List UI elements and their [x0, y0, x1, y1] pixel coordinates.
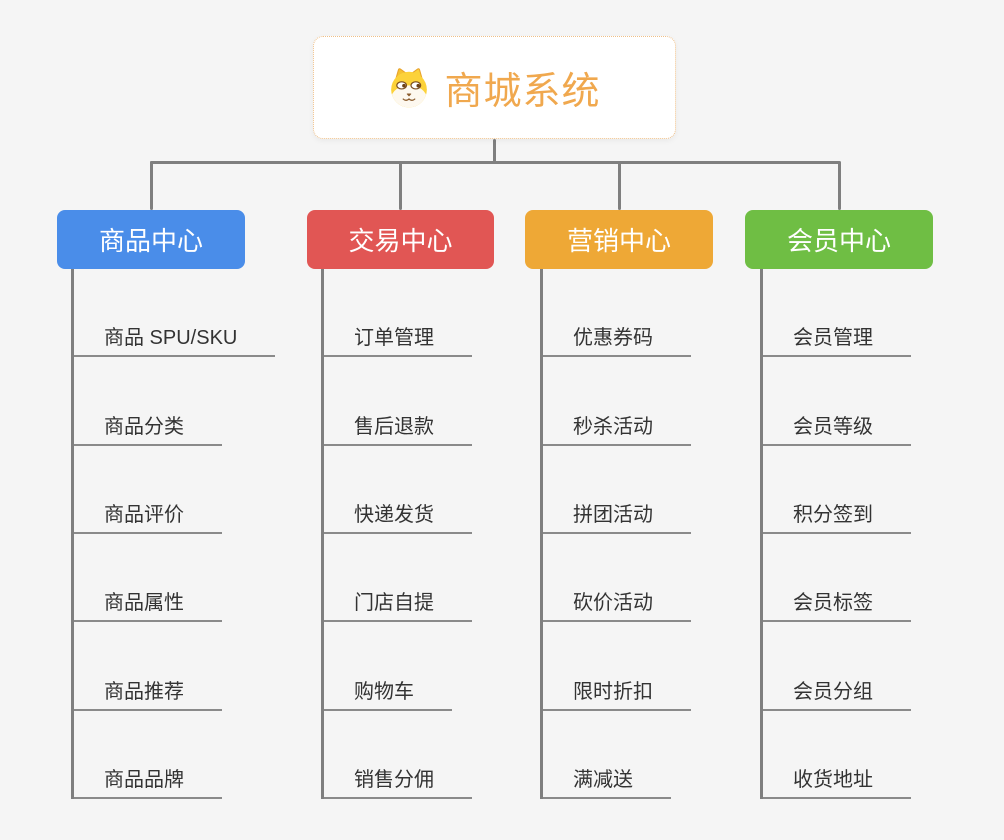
branch-drop-line [399, 161, 402, 210]
leaf-item[interactable]: 销售分佣 [324, 711, 472, 799]
branch-bus-line [150, 161, 840, 164]
leaf-label: 积分签到 [793, 503, 873, 526]
leaf-item[interactable]: 会员标签 [763, 534, 911, 623]
root-title: 商城系统 [444, 71, 601, 113]
leaf-label: 订单管理 [354, 327, 434, 350]
leaf-item[interactable]: 商品属性 [74, 534, 222, 623]
leaf-item[interactable]: 会员管理 [763, 269, 911, 358]
branch-label: 营销中心 [566, 226, 671, 256]
leaf-label: 收货地址 [793, 768, 873, 791]
branch-drop-line [150, 161, 153, 210]
leaf-item[interactable]: 拼团活动 [543, 446, 691, 534]
leaf-item[interactable]: 门店自提 [324, 534, 472, 623]
leaf-item[interactable]: 商品评价 [74, 446, 222, 534]
leaf-label: 优惠券码 [573, 327, 653, 350]
leaf-label: 商品属性 [104, 592, 184, 615]
leaf-label: 售后退款 [354, 415, 434, 438]
leaf-item[interactable]: 优惠券码 [543, 269, 691, 358]
leaf-item[interactable]: 收货地址 [763, 711, 911, 799]
branch-drop-line [618, 161, 621, 210]
leaf-item[interactable]: 商品品牌 [74, 711, 222, 799]
branch-box-product-center[interactable]: 商品中心 [57, 210, 245, 269]
branch-box-trade-center[interactable]: 交易中心 [307, 210, 494, 269]
leaf-item[interactable]: 会员等级 [763, 357, 911, 446]
leaf-item[interactable]: 商品分类 [74, 357, 222, 446]
dog-face-icon [388, 67, 430, 109]
leaf-item[interactable]: 满减送 [543, 711, 671, 799]
leaf-label: 商品评价 [104, 503, 184, 526]
leaf-label: 砍价活动 [573, 592, 653, 615]
root-node[interactable]: 商城系统 [313, 36, 676, 139]
leaf-label: 会员等级 [793, 415, 873, 438]
root-drop-line [493, 139, 496, 164]
branch-label: 交易中心 [348, 226, 453, 256]
branch-drop-line [838, 161, 841, 210]
leaf-column-trade-center: 订单管理 售后退款 快递发货 门店自提 购物车 销售分佣 [321, 269, 472, 799]
branch-box-member-center[interactable]: 会员中心 [745, 210, 933, 269]
leaf-item[interactable]: 会员分组 [763, 622, 911, 711]
leaf-item[interactable]: 商品推荐 [74, 622, 222, 711]
leaf-label: 限时折扣 [573, 680, 653, 703]
leaf-label: 会员分组 [793, 680, 873, 703]
leaf-column-product-center: 商品 SPU/SKU 商品分类 商品评价 商品属性 商品推荐 商品品牌 [71, 269, 276, 799]
leaf-item[interactable]: 限时折扣 [543, 622, 691, 711]
leaf-label: 销售分佣 [354, 768, 434, 791]
leaf-item[interactable]: 商品 SPU/SKU [74, 269, 276, 358]
branch-label: 会员中心 [786, 226, 891, 256]
leaf-item[interactable]: 售后退款 [324, 357, 472, 446]
leaf-column-marketing-center: 优惠券码 秒杀活动 拼团活动 砍价活动 限时折扣 满减送 [540, 269, 691, 799]
leaf-item[interactable]: 快递发货 [324, 446, 472, 534]
leaf-label: 拼团活动 [573, 503, 653, 526]
leaf-label: 商品 SPU/SKU [104, 327, 238, 350]
leaf-label: 门店自提 [354, 592, 434, 615]
leaf-label: 商品推荐 [104, 680, 184, 703]
leaf-item[interactable]: 积分签到 [763, 446, 911, 534]
leaf-item[interactable]: 秒杀活动 [543, 357, 691, 446]
leaf-column-member-center: 会员管理 会员等级 积分签到 会员标签 会员分组 收货地址 [760, 269, 911, 799]
leaf-item[interactable]: 砍价活动 [543, 534, 691, 623]
leaf-label: 商品分类 [104, 415, 184, 438]
leaf-item[interactable]: 购物车 [324, 622, 452, 711]
leaf-item[interactable]: 订单管理 [324, 269, 472, 358]
leaf-label: 秒杀活动 [573, 415, 653, 438]
leaf-label: 购物车 [354, 680, 414, 703]
branch-label: 商品中心 [98, 226, 203, 256]
leaf-label: 满减送 [573, 768, 633, 791]
branch-box-marketing-center[interactable]: 营销中心 [525, 210, 713, 269]
leaf-label: 快递发货 [354, 503, 434, 526]
leaf-label: 商品品牌 [104, 768, 184, 791]
leaf-label: 会员标签 [793, 592, 873, 615]
leaf-label: 会员管理 [793, 327, 873, 350]
